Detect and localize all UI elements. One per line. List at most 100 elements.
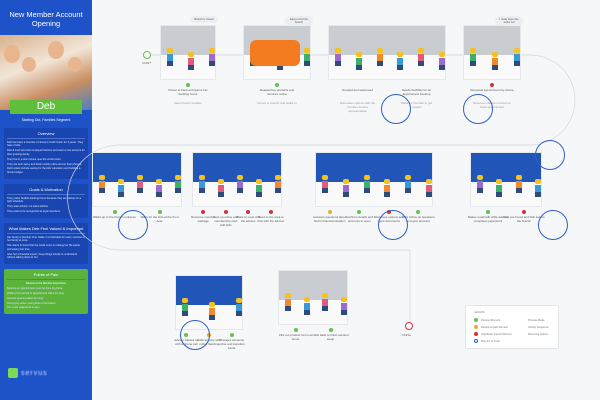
pain-item: Waiting from arrival to appointment take… [7, 291, 64, 295]
journey-scene [315, 152, 433, 207]
person-figure [209, 48, 215, 66]
legend: LEGEND Positive Moment Neutral Impact Mo… [465, 305, 559, 349]
step-caption: Kids are bored and Deb leaves the branch [503, 215, 545, 223]
step-subcaption: Sees branch location [173, 101, 203, 105]
legend-item: Moment of Truth [474, 339, 500, 343]
step-caption: Changes accounts online and transfers fu… [218, 338, 245, 350]
section-heading: Goals & Motivation [7, 187, 85, 195]
overview-section: Overview Deb has been a member of Jenny'… [4, 128, 88, 179]
pain-item: Account opening takes too long [7, 296, 44, 300]
impact-dot-icon [186, 83, 190, 87]
journey-scene [160, 25, 216, 80]
overview-item: Deb's plans include saving for the kids'… [7, 167, 81, 174]
legend-title: LEGEND [474, 311, 485, 314]
moment-of-truth-marker [118, 210, 148, 240]
impact-dot-icon [293, 328, 298, 332]
moment-of-truth-marker [535, 140, 565, 170]
impact-dot-icon [522, 210, 526, 214]
step-caption: Fills out product forms at home [279, 333, 312, 341]
thought-bubble: Branch is closed [190, 16, 218, 23]
impact-dot-icon [201, 210, 206, 214]
impact-dot-icon [223, 210, 228, 214]
journey-scene [192, 152, 282, 207]
legend-right-item: Activity Sequence [528, 326, 549, 329]
person-figure [304, 48, 310, 66]
overview-item: Deb has been a member of Jenny's Credit … [7, 141, 84, 148]
person-figure [384, 179, 391, 197]
step-caption: Waits to meet with the advisor [236, 215, 261, 223]
moment-of-truth-marker [463, 94, 493, 124]
thought-bubble: Easy to find the branch [285, 16, 313, 26]
step-caption: Goes to the area to chat with the adviso… [257, 215, 285, 223]
step-caption: Confirms details and accounts to open [345, 215, 373, 223]
person-figure [167, 48, 173, 66]
person-figure [535, 179, 541, 197]
impact-dot-icon [112, 210, 117, 214]
legend-item: Positive Moment [474, 318, 500, 322]
legend-item: Significant Impact Moment [474, 332, 512, 336]
person-figure [182, 298, 188, 316]
journey-scene [470, 152, 542, 207]
person-figure [363, 175, 370, 193]
person-figure [99, 175, 105, 193]
goals-section: Goals & Motivation They prefer flexible … [4, 183, 88, 218]
end-label: FINISH [402, 333, 412, 337]
step-subcaption: Drives to branch and walks in [257, 101, 297, 105]
person-figure [335, 48, 341, 66]
person-figure [405, 175, 412, 193]
step-caption: Requests appointment by phone [470, 88, 514, 92]
impact-dot-icon [246, 210, 251, 214]
valued-section: What Makes Deb Feel Valued & Important H… [4, 222, 88, 264]
impact-dot-icon [328, 328, 333, 332]
person-figure [397, 52, 404, 70]
step-caption: Waits for the kids at the front desk [140, 215, 179, 223]
step-caption: Makes small talk while advisor completes… [467, 215, 509, 223]
person-figure [285, 293, 291, 311]
step-subcaption: Waits for the kids to get settled [400, 101, 433, 109]
person-figure [514, 48, 520, 66]
person-figure [118, 179, 124, 197]
impact-dot-icon [327, 210, 332, 214]
impact-dot-icon [229, 333, 234, 337]
legend-item: Neutral Impact Moment [474, 325, 508, 329]
impact-dot-icon [268, 210, 273, 214]
valued-item: Her family is Number One. Make it comfor… [7, 235, 85, 243]
journey-scene [92, 152, 182, 207]
person-figure [418, 48, 425, 66]
person-figure [426, 179, 432, 197]
pain-points-section: Points of Pain Barriers to the Member Ex… [4, 268, 88, 315]
person-figure [175, 175, 181, 193]
step-caption: Drives to bank and learns her banking ho… [168, 88, 208, 96]
person-figure [218, 179, 224, 197]
person-figure [236, 298, 242, 316]
step-caption: Walks up to the branch entrance [92, 215, 137, 219]
journey-scene [175, 275, 243, 330]
person-figure [275, 175, 281, 193]
pain-item: Too much paperwork to sign [7, 306, 40, 310]
overview-item: They live in a town house near the credi… [7, 157, 62, 161]
person-figure [156, 179, 162, 197]
impact-dot-icon [275, 83, 279, 87]
moment-of-truth-marker [381, 94, 411, 124]
person-figure [137, 175, 143, 193]
journey-scene [243, 25, 311, 80]
person-figure [342, 179, 349, 197]
step-caption: Sets up online and membership card with … [213, 215, 239, 227]
impact-dot-icon [490, 83, 494, 87]
person-figure [341, 297, 347, 315]
step-caption: Receives member package [191, 215, 216, 223]
journey-scene [278, 270, 348, 325]
overview-item: Deb & Josh are both employed full-time a… [7, 149, 85, 156]
section-heading: Points of Pain [7, 272, 85, 280]
pain-item: Occupying active young kids in the branc… [7, 301, 56, 305]
persona-segment: Starting Out, Families Segment [21, 118, 71, 122]
section-heading: What Makes Deb Feel Valued & Important [7, 226, 85, 234]
person-figure [303, 297, 310, 315]
impact-dot-icon [416, 210, 421, 214]
moment-of-truth-marker [180, 320, 210, 350]
persona-sidebar: New Member Account Opening Deb Starting … [0, 0, 92, 400]
journey-scene [328, 25, 446, 80]
start-label: START [142, 61, 151, 65]
end-marker [405, 322, 413, 330]
impact-dot-icon [486, 210, 490, 214]
